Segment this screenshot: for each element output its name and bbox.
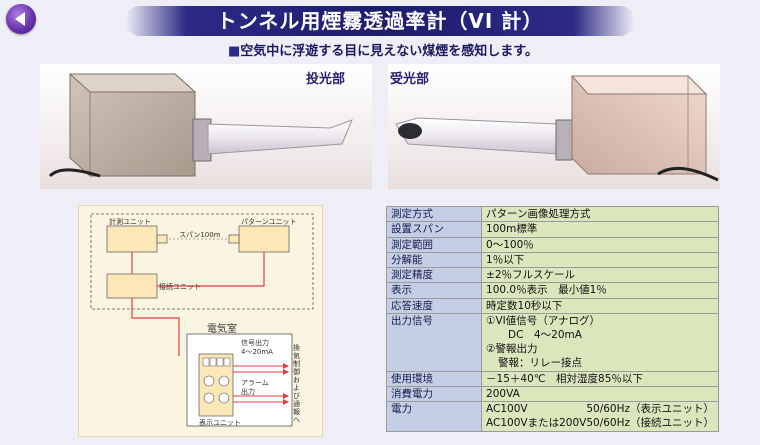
system-diagram-drawing [90,213,314,427]
spec-value-line: AC100V 50/60Hz（表示ユニット） [486,402,714,416]
receiver-illustration [395,75,719,182]
spec-value-line: DC 4〜20mA [508,328,582,341]
subtitle-square-icon: ■ [228,44,241,59]
spec-value: 200VA [481,386,719,403]
spec-row: 使用環境 －15＋40℃ 相対湿度85％以下 [385,370,719,388]
alarm-label-1: アラーム [241,379,269,387]
projector-label: 投光部 [306,72,346,87]
spec-value: パターン画像処理方式 [481,205,719,223]
spec-value-part: 50/60Hz（接続ユニット） [586,417,714,430]
alarm-label-2: 出力 [241,388,255,396]
spec-value: ±2％フルスケール [481,267,719,284]
spec-row: 電力 AC100V 50/60Hz（表示ユニット） AC100Vまたは200V … [385,401,719,432]
spec-value-line: ①VI値信号（アナログ） [486,314,601,327]
spec-key: 分解能 [385,251,483,269]
spec-value-line: ②警報出力 [486,342,538,355]
spec-value-line: AC100Vまたは200V 50/60Hz（接続ユニット） [486,416,714,430]
spec-row: 表示 100.0％表示 最小値1％ [385,282,719,299]
spec-key: 測定範囲 [385,236,483,253]
page-subtitle: ■空気中に浮遊する目に見えない煤煙を感知します。 [228,40,538,59]
back-arrow-icon [15,12,25,26]
back-button[interactable] [6,4,36,34]
spec-value: ①VI値信号（アナログ） DC 4〜20mA ②警報出力 警報：リレー接点 [481,312,719,372]
spec-value: －15＋40℃ 相対湿度85％以下 [481,370,719,388]
spec-value-part: AC100V [486,403,528,416]
spec-row: 応答速度 時定数10秒以下 [385,297,719,314]
receiver-photo: 受光部 [388,64,720,189]
spec-value: AC100V 50/60Hz（表示ユニット） AC100Vまたは200V 50/… [481,401,719,432]
spec-value-part: 50/60Hz（表示ユニット） [586,403,714,416]
spec-value-line: 警報：リレー接点 [498,356,583,369]
electric-room-label: 電気室 [207,324,237,335]
spec-key: 消費電力 [385,386,483,403]
spec-value: 100m標準 [481,221,719,238]
spec-key: 出力信号 [385,312,483,372]
spec-key: 使用環境 [385,370,483,388]
spec-row: 設置スパン 100m標準 [385,221,719,238]
spec-row: 測定範囲 0〜100％ [385,236,719,253]
spec-table: 測定方式 パターン画像処理方式 設置スパン 100m標準 測定範囲 0〜100％… [385,205,719,432]
spec-row: 消費電力 200VA [385,386,719,403]
connect-unit-label: 接続ユニット [159,283,201,291]
measure-unit-label: 計測ユニット [109,218,151,226]
spec-key: 測定方式 [385,205,483,223]
spec-value: 100.0％表示 最小値1％ [481,282,719,299]
spec-row: 測定精度 ±2％フルスケール [385,267,719,284]
spec-key: 測定精度 [385,267,483,284]
projector-illustration [48,73,353,178]
pattern-unit-label: パターンユニット [241,218,297,226]
display-unit-label: 表示ユニット [199,419,241,427]
spec-key: 応答速度 [385,297,483,314]
projector-photo: 投光部 [40,64,372,189]
receiver-label: 受光部 [390,72,430,87]
spec-key: 電力 [385,401,483,432]
spec-key: 表示 [385,282,483,299]
ventilation-control-label: 換気制御および通報へ [293,344,300,424]
spec-value-part: AC100Vまたは200V [486,417,587,430]
spec-value: 時定数10秒以下 [481,297,719,314]
signal-range-label: 4〜20mA [241,348,273,356]
signal-output-label: 信号出力 [241,339,269,347]
spec-value: 1％以下 [481,251,719,269]
spec-key: 設置スパン [385,221,483,238]
subtitle-text: 空気中に浮遊する目に見えない煤煙を感知します。 [240,44,538,59]
page-title: トンネル用煙霧透過率計（VI 計） [216,9,544,33]
spec-row: 測定方式 パターン画像処理方式 [385,205,719,223]
spec-row: 分解能 1％以下 [385,251,719,269]
title-bar: トンネル用煙霧透過率計（VI 計） [125,6,635,36]
span-label: スパン100m [179,231,221,239]
spec-value: 0〜100％ [481,236,719,253]
system-diagram: 計測ユニット スパン100m パターンユニット 接続ユニット 電気室 信号出力 … [78,205,323,437]
spec-row: 出力信号 ①VI値信号（アナログ） DC 4〜20mA ②警報出力 警報：リレー… [385,312,719,372]
